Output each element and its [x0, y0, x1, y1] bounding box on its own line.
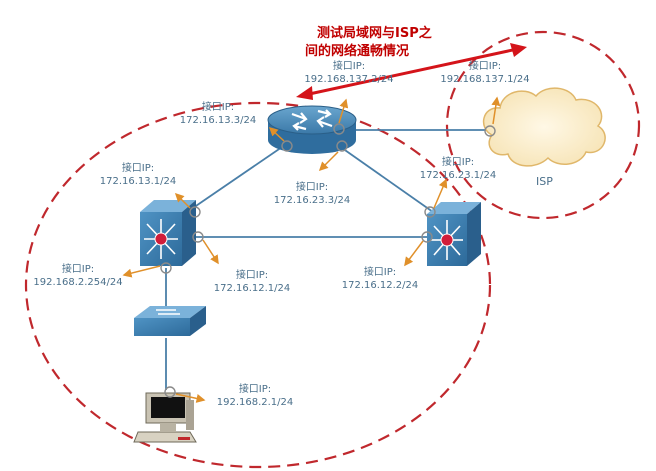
iface-ip: 172.16.23.1/24 — [419, 170, 497, 181]
iface-label-switch-right-top: 接口IP: 172.16.23.1/24 — [418, 156, 498, 182]
iface-ip: 172.16.23.3/24 — [273, 195, 351, 206]
iface-caption: 接口IP: — [61, 264, 95, 275]
isp-label: ISP — [536, 175, 553, 188]
diagram-title-line2: 间的网络通畅情况 — [305, 44, 410, 59]
links — [165, 129, 488, 390]
diagram-title-line1: 测试局域网与ISP之 — [317, 26, 432, 41]
iface-label-switch-left-right: 接口IP: 172.16.12.1/24 — [212, 269, 292, 295]
pointer-arrows — [122, 96, 501, 403]
iface-ip: 192.168.137.1/24 — [440, 74, 530, 85]
iface-caption: 接口IP: — [121, 163, 155, 174]
iface-label-router-left: 接口IP: 172.16.13.3/24 — [178, 101, 258, 127]
isp-boundary — [445, 30, 641, 220]
switch-left — [140, 200, 196, 266]
iface-label-router-left-up: 接口IP: 192.168.137.2/24 — [304, 60, 394, 86]
iface-label-switch-right-left: 接口IP: 172.16.12.2/24 — [340, 266, 420, 292]
iface-label-pc: 接口IP: 192.168.2.1/24 — [215, 383, 295, 409]
iface-ip: 192.168.2.1/24 — [216, 397, 294, 408]
test-arrow-head-right — [510, 43, 527, 57]
iface-caption: 接口IP: — [295, 182, 329, 193]
router — [267, 105, 357, 154]
iface-ip: 192.168.2.254/24 — [33, 277, 123, 288]
iface-label-switch-left-top: 接口IP: 172.16.13.1/24 — [98, 162, 178, 188]
access-switch — [134, 306, 206, 336]
iface-caption: 接口IP: — [201, 102, 235, 113]
iface-caption: 接口IP: — [332, 61, 366, 72]
iface-label-isp-link: 接口IP: 192.168.137.1/24 — [440, 60, 530, 86]
test-arrow — [299, 46, 523, 98]
iface-ip: 172.16.12.1/24 — [213, 283, 291, 294]
iface-label-switch-left-lan: 接口IP: 192.168.2.254/24 — [28, 263, 128, 289]
iface-ip: 172.16.13.3/24 — [179, 115, 257, 126]
iface-caption: 接口IP: — [238, 384, 272, 395]
iface-caption: 接口IP: — [468, 61, 502, 72]
port-rings — [160, 123, 496, 398]
iface-caption: 接口IP: — [363, 267, 397, 278]
iface-ip: 172.16.12.2/24 — [341, 280, 419, 291]
lan-boundary — [24, 101, 492, 469]
link-router-switch-right — [341, 147, 434, 213]
link-router-switch-left — [189, 144, 286, 211]
isp-cloud — [482, 87, 606, 167]
iface-ip: 192.168.137.2/24 — [304, 74, 394, 85]
test-arrow-head-left — [296, 86, 313, 100]
iface-ip: 172.16.13.1/24 — [99, 176, 177, 187]
pc — [133, 392, 197, 443]
iface-caption: 接口IP: — [441, 157, 475, 168]
iface-label-router-bottom: 接口IP: 172.16.23.3/24 — [272, 181, 352, 207]
switch-right — [427, 202, 481, 266]
iface-caption: 接口IP: — [235, 270, 269, 281]
